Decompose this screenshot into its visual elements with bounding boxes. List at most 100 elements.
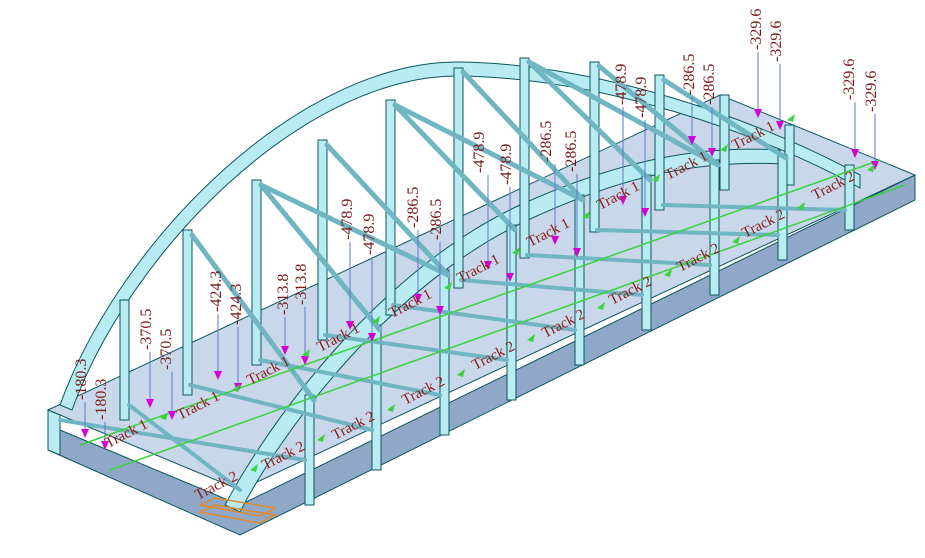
load-7: -313.8 xyxy=(275,274,292,355)
load-arrow-icon xyxy=(168,411,176,420)
load-arrow-icon xyxy=(346,321,354,330)
load-value-label: -286.5 xyxy=(681,54,698,95)
load-20: -286.5 xyxy=(701,64,718,157)
load-arrow-icon xyxy=(506,273,514,282)
load-value-label: -478.9 xyxy=(339,199,356,240)
load-arrow-icon xyxy=(146,399,154,408)
load-12: -286.5 xyxy=(428,199,445,315)
load-19: -286.5 xyxy=(681,54,698,145)
load-arrow-icon xyxy=(484,261,492,270)
load-arrow-icon xyxy=(301,356,309,365)
load-value-label: -424.3 xyxy=(208,271,225,312)
track-direction-icon xyxy=(797,202,805,210)
deck xyxy=(46,94,917,536)
load-arrow-icon xyxy=(708,148,716,157)
track-direction-icon xyxy=(597,302,605,310)
track-direction-icon xyxy=(372,316,380,324)
track-direction-icon xyxy=(387,404,395,412)
load-arrow-icon xyxy=(641,208,649,217)
load-arrow-icon xyxy=(619,196,627,205)
load-arrow-icon xyxy=(214,371,222,380)
track-direction-icon xyxy=(160,412,168,420)
load-11: -286.5 xyxy=(405,187,422,303)
load-21: -329.6 xyxy=(748,9,765,118)
load-value-label: -180.3 xyxy=(73,359,90,400)
load-value-label: -370.5 xyxy=(158,329,175,370)
load-14: -478.9 xyxy=(498,144,515,282)
load-arrow-icon xyxy=(871,161,879,170)
load-arrow-icon xyxy=(281,346,289,355)
load-value-label: -329.6 xyxy=(841,59,858,100)
load-arrow-icon xyxy=(81,429,89,438)
track-direction-icon xyxy=(232,384,240,392)
load-23: -329.6 xyxy=(841,59,859,158)
load-value-label: -478.9 xyxy=(361,214,378,255)
load-17: -478.9 xyxy=(613,64,630,205)
track-direction-icon xyxy=(457,369,465,377)
floor-bracing xyxy=(58,203,847,492)
load-16: -286.5 xyxy=(563,131,581,257)
track-direction-icon xyxy=(582,211,590,219)
load-value-label: -478.9 xyxy=(633,77,650,118)
load-value-label: -424.3 xyxy=(228,284,245,325)
track-2-line xyxy=(109,184,906,471)
far-arch-rib xyxy=(59,61,861,411)
load-3: -370.5 xyxy=(138,309,155,408)
load-arrow-icon xyxy=(688,136,696,145)
load-value-label: -370.5 xyxy=(138,309,155,350)
load-1: -180.3 xyxy=(73,359,90,438)
load-value-label: -286.5 xyxy=(538,121,555,162)
track-direction-icon xyxy=(527,334,535,342)
load-22: -329.6 xyxy=(768,21,785,130)
load-4: -370.5 xyxy=(158,329,176,420)
load-5: -424.3 xyxy=(208,271,225,380)
track-direction-icon xyxy=(787,114,795,122)
load-10: -478.9 xyxy=(361,214,378,342)
load-value-label: -286.5 xyxy=(428,199,445,240)
load-13: -478.9 xyxy=(471,132,492,270)
load-2: -180.3 xyxy=(93,379,110,450)
deck-end-face xyxy=(47,409,61,456)
load-value-label: -329.6 xyxy=(863,71,880,112)
track-direction-icon xyxy=(720,144,728,152)
deck-top-face xyxy=(46,94,917,491)
load-value-label: -329.6 xyxy=(748,9,765,50)
load-arrow-icon xyxy=(851,149,859,158)
load-arrow-icon xyxy=(436,306,444,315)
point-loads: -180.3-180.3 -370.5-370.5 -424.3-424.3 -313… xyxy=(73,9,880,450)
track-direction-icon xyxy=(444,282,452,290)
load-value-label: -478.9 xyxy=(471,132,488,173)
track-direction-icon xyxy=(317,434,325,442)
far-hangers xyxy=(119,57,795,421)
track-direction-icon xyxy=(867,164,875,172)
support-marker xyxy=(197,497,278,524)
track-direction-icon xyxy=(732,236,740,244)
load-15: -286.5 xyxy=(538,121,559,245)
track-direction-icon xyxy=(512,247,520,255)
load-value-label: -286.5 xyxy=(701,64,718,105)
track-1-line xyxy=(79,159,881,446)
load-value-label: -313.8 xyxy=(293,264,310,305)
load-arrow-icon xyxy=(754,109,762,118)
load-24: -329.6 xyxy=(863,71,880,170)
load-8: -313.8 xyxy=(293,264,310,365)
load-arrow-icon xyxy=(414,294,422,303)
track-direction-icon xyxy=(250,464,258,472)
load-value-label: -313.8 xyxy=(275,274,292,315)
load-value-label: -180.3 xyxy=(93,379,110,420)
load-value-label: -286.5 xyxy=(563,131,580,172)
load-arrow-icon xyxy=(776,121,784,130)
track-lines xyxy=(79,159,906,471)
far-arch xyxy=(59,61,861,411)
load-value-label: -478.9 xyxy=(498,144,515,185)
load-value-label: -286.5 xyxy=(405,187,422,228)
load-value-label: -478.9 xyxy=(613,64,630,105)
track-direction-icon xyxy=(652,174,660,182)
load-arrow-icon xyxy=(573,248,581,257)
load-value-label: -329.6 xyxy=(768,21,785,62)
load-arrow-icon xyxy=(551,236,559,245)
load-arrow-icon xyxy=(101,441,109,450)
load-9: -478.9 xyxy=(339,199,356,330)
load-arrow-icon xyxy=(368,333,376,342)
